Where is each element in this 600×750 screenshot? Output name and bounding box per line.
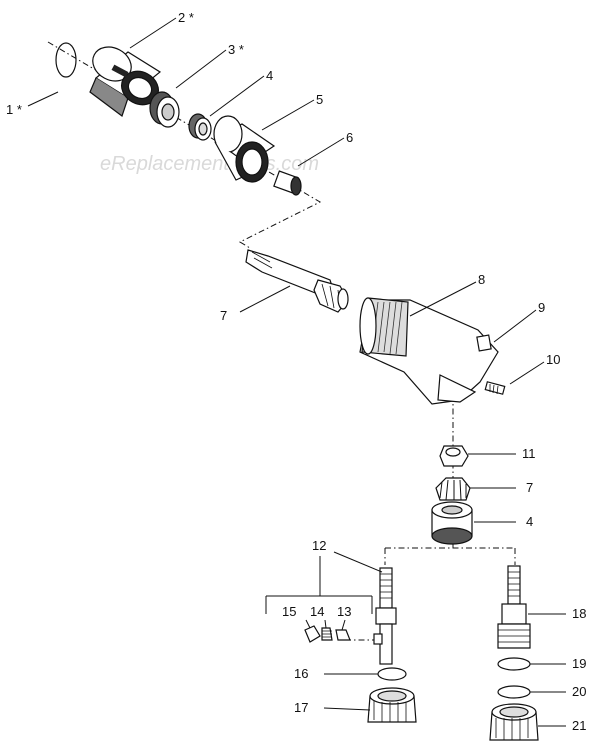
part-13-15-collets <box>304 625 351 643</box>
callout-6: 6 <box>346 130 353 145</box>
part-1-ring <box>55 42 77 78</box>
leader-lines <box>27 17 566 727</box>
part-7-shaft <box>245 249 349 313</box>
callout-11: 11 <box>522 446 536 461</box>
watermark: eReplacementParts.com <box>100 153 319 175</box>
part-6-bushing <box>273 170 302 196</box>
callout-3: 3 * <box>228 42 244 57</box>
callout-20: 20 <box>572 684 586 699</box>
part-4-bearing-top <box>188 113 212 141</box>
callout-9: 9 <box>538 300 545 315</box>
part-19-washer <box>497 657 531 671</box>
part-11-nut <box>439 445 469 467</box>
part-12-spindle <box>373 567 397 665</box>
part-9-pin <box>476 334 492 352</box>
callout-8: 8 <box>478 272 485 287</box>
callout-21: 21 <box>572 718 586 733</box>
part-18-spindle <box>497 565 531 649</box>
callout-2: 2 * <box>178 10 194 25</box>
callout-18: 18 <box>572 606 586 621</box>
part-4-bearing-bottom <box>431 501 473 545</box>
callout-4-top: 4 <box>266 68 273 83</box>
part-17-nut <box>367 687 417 723</box>
callout-16: 16 <box>294 666 308 681</box>
callout-10: 10 <box>546 352 560 367</box>
part-8-angle-housing <box>359 297 499 405</box>
part-20-ring <box>497 685 531 699</box>
callout-12: 12 <box>312 538 326 553</box>
callout-5: 5 <box>316 92 323 107</box>
callout-17: 17 <box>294 700 308 715</box>
callout-1: 1 * <box>6 102 22 117</box>
part-16-ring <box>377 667 407 681</box>
part-21-nut <box>489 703 539 741</box>
callout-15: 15 <box>282 604 296 619</box>
callout-7-gear: 7 <box>526 480 533 495</box>
part-3-bearing <box>149 91 180 128</box>
part-5-sleeve <box>213 115 276 183</box>
callout-4-bottom: 4 <box>526 514 533 529</box>
part-7-bevel-gear <box>435 477 471 501</box>
part-10-screw <box>484 381 506 395</box>
callout-13: 13 <box>337 604 351 619</box>
callout-19: 19 <box>572 656 586 671</box>
callout-14: 14 <box>310 604 324 619</box>
callout-labels: 1 * 2 * 3 * 4 5 6 7 8 9 10 11 7 4 12 15 … <box>6 10 586 733</box>
callout-7-shaft: 7 <box>220 308 227 323</box>
